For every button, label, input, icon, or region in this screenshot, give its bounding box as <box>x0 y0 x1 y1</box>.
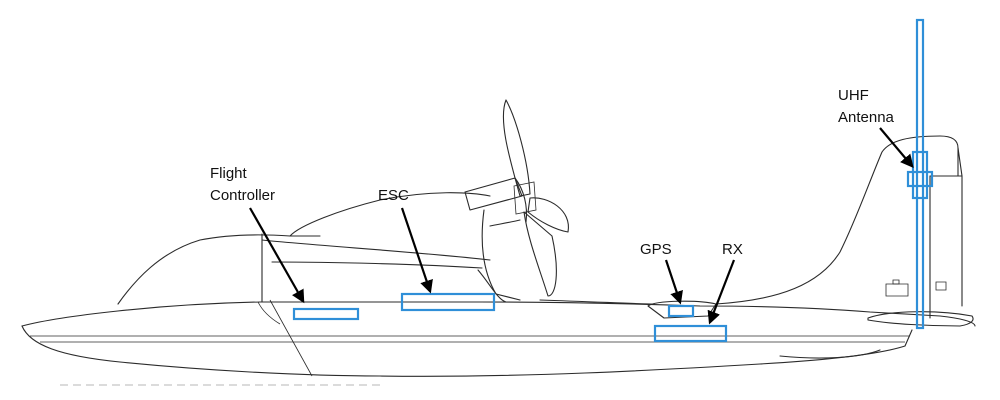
flight-controller-arrow <box>249 207 305 304</box>
uhf-antenna-arrow <box>879 127 914 169</box>
rx-arrow <box>707 259 736 325</box>
uhf-antenna-component <box>906 18 934 330</box>
gps-arrow <box>664 259 683 305</box>
esc-label: ESC <box>378 187 409 204</box>
rx-component <box>653 324 728 343</box>
gps-label: GPS <box>640 241 672 258</box>
gps-component <box>667 304 695 318</box>
rx-label: RX <box>722 241 743 258</box>
esc-component <box>400 292 496 312</box>
flight-controller-label-line1: Flight <box>210 165 248 182</box>
esc-arrow <box>400 207 433 294</box>
flight-controller-label-line2: Controller <box>210 187 275 204</box>
uhf-antenna-label-line1: UHF <box>838 87 869 104</box>
flight-controller-component <box>292 307 360 321</box>
aircraft-outline <box>21 99 976 386</box>
uhf-antenna-label-line2: Antenna <box>838 109 895 126</box>
